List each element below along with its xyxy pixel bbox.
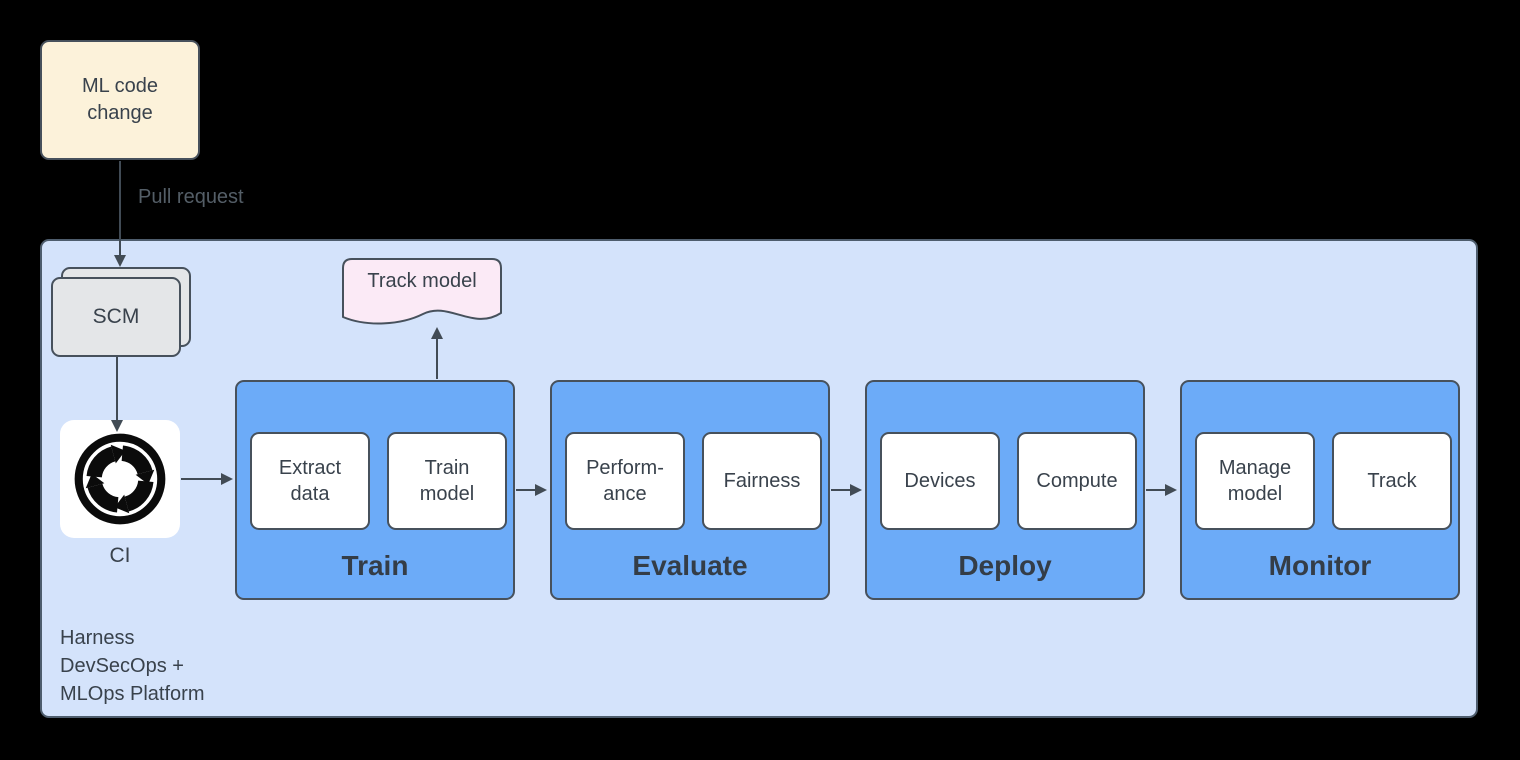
- task-track: Track: [1332, 432, 1452, 530]
- document-shape: [342, 258, 502, 325]
- task-devices: Devices: [880, 432, 1000, 530]
- ci-label: CI: [109, 544, 131, 567]
- task-track-label: Track: [1367, 470, 1417, 492]
- track-model-document: Track model: [341, 257, 503, 335]
- stage-deploy: Devices Compute Deploy: [865, 380, 1145, 600]
- pull-request-label: Pull request: [138, 186, 244, 208]
- scm-label: SCM: [92, 305, 140, 328]
- task-fairness: Fairness: [702, 432, 822, 530]
- scm-node: SCM: [51, 277, 181, 357]
- task-compute-label: Compute: [1036, 470, 1118, 492]
- task-performance-label: Perform-ance: [586, 457, 664, 505]
- ci-node: [60, 420, 180, 538]
- stage-evaluate: Perform-ance Fairness Evaluate: [550, 380, 830, 600]
- stage-monitor-label: Monitor: [1268, 550, 1372, 581]
- task-devices-label: Devices: [904, 470, 976, 492]
- stage-deploy-label: Deploy: [958, 550, 1052, 581]
- track-model-label: Track model: [367, 270, 477, 292]
- task-compute: Compute: [1017, 432, 1137, 530]
- task-fairness-label: Fairness: [723, 470, 801, 492]
- task-performance: Perform-ance: [565, 432, 685, 530]
- stage-evaluate-label: Evaluate: [632, 550, 748, 581]
- stage-train-label: Train: [341, 550, 409, 581]
- cycle-arrows-icon: [74, 433, 166, 525]
